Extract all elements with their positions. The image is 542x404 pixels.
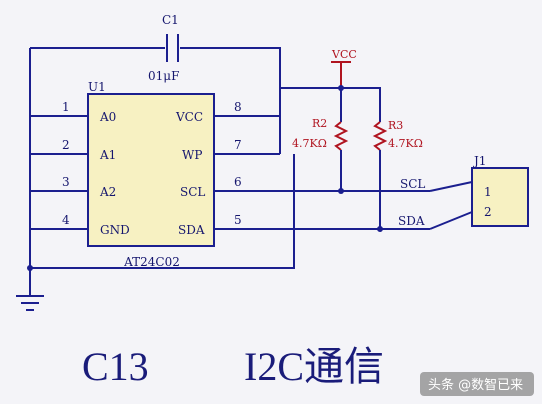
- pin-name-a2: A2: [99, 185, 116, 199]
- scl-junction: [338, 188, 344, 194]
- pin-num-1: 1: [62, 100, 70, 114]
- sda-net-label: SDA: [398, 214, 425, 228]
- caption-code: C13: [82, 344, 149, 389]
- connector-j1: [471, 167, 529, 227]
- cap-right-wire: [180, 47, 281, 88]
- pin-name-scl: SCL: [180, 185, 205, 199]
- r3-resistor: [372, 121, 388, 151]
- pin-name-sda: SDA: [178, 223, 205, 237]
- scl-to-connector: [429, 181, 473, 192]
- pin-name-wp: WP: [182, 148, 202, 162]
- connector-pin-1: 1: [484, 185, 492, 199]
- chip-part: AT24C02: [123, 255, 180, 269]
- connector-pin-2: 2: [484, 205, 492, 219]
- r2-resistor: [333, 121, 349, 151]
- caption-title: I2C通信: [244, 344, 384, 389]
- pin-name-vcc: VCC: [175, 110, 203, 124]
- sda-to-connector: [429, 211, 473, 230]
- pin-name-gnd: GND: [100, 223, 130, 237]
- vcc-junction: [338, 85, 344, 91]
- cap-ref: C1: [162, 13, 179, 27]
- pin-num-7: 7: [234, 138, 242, 152]
- r3-ref: R3: [388, 119, 403, 132]
- pin-num-6: 6: [234, 175, 242, 189]
- cap-value: 01μF: [148, 69, 179, 83]
- watermark-badge: [420, 372, 534, 396]
- watermark-text: 头条 @数智已来: [428, 377, 523, 393]
- vcc-rail: [280, 87, 381, 122]
- sda-junction: [377, 226, 383, 232]
- scl-net-label: SCL: [400, 177, 425, 191]
- pin-num-4: 4: [62, 213, 70, 227]
- pin-name-a1: A1: [99, 148, 116, 162]
- vcc-label: VCC: [331, 48, 357, 61]
- vcc-symbol: [331, 61, 351, 88]
- ground-junction: [27, 265, 33, 271]
- bottom-ground-loop: [30, 154, 295, 269]
- connector-ref: J1: [472, 154, 486, 168]
- r3-value: 4.7KΩ: [388, 137, 423, 150]
- r2-ref: R2: [312, 117, 327, 130]
- pin-num-5: 5: [234, 213, 242, 227]
- chip-ref: U1: [88, 80, 106, 94]
- pin-num-2: 2: [62, 138, 70, 152]
- r2-value: 4.7KΩ: [292, 137, 327, 150]
- pin-name-a0: A0: [99, 110, 116, 124]
- pin-num-8: 8: [234, 100, 242, 114]
- pin-num-3: 3: [62, 175, 70, 189]
- eeprom-chip: [87, 93, 215, 247]
